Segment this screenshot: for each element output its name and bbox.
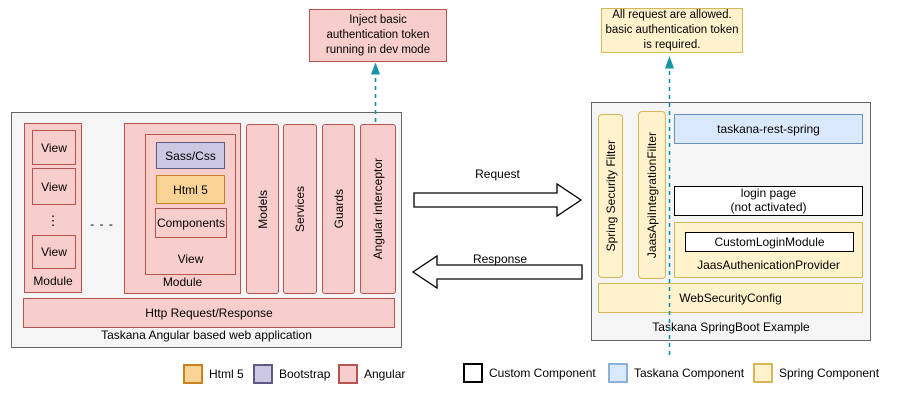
custom-login-module-label: CustomLoginModule xyxy=(714,235,825,249)
taskana-rest-spring-box: taskana-rest-spring xyxy=(674,114,863,144)
dev-note-arrowhead-icon xyxy=(371,62,380,75)
models-label: Models xyxy=(255,189,270,229)
bootstrap-swatch-icon xyxy=(253,364,273,384)
html5-label: Html 5 xyxy=(173,182,208,197)
response-arrow-label: Response xyxy=(472,252,528,266)
models-column: Models xyxy=(246,124,279,294)
dev-mode-note-text: Inject basic authentication token runnin… xyxy=(325,14,431,56)
view-2-label: View xyxy=(177,252,204,266)
components-box: Components xyxy=(155,208,227,238)
legend-label: Angular xyxy=(364,367,406,381)
legend-label: Taskana Component xyxy=(634,366,745,380)
login-page-box: login page (not activated) xyxy=(674,186,863,216)
web-security-config-bar: WebSecurityConfig xyxy=(598,283,863,313)
legend-item-angular: Angular xyxy=(338,364,405,384)
legend-label: Spring Component xyxy=(779,366,880,380)
view-label: View xyxy=(41,245,67,259)
custom-component-swatch-icon xyxy=(463,363,483,383)
login-page-sublabel: (not activated) xyxy=(730,200,807,214)
html5-box: Html 5 xyxy=(156,175,225,204)
modules-ellipsis: - - - xyxy=(90,217,114,231)
module-2-label: Module xyxy=(162,275,203,289)
sass-css-label: Sass/Css xyxy=(165,148,216,163)
services-column: Services xyxy=(283,124,317,294)
web-security-config-label: WebSecurityConfig xyxy=(679,291,782,305)
request-arrow-icon xyxy=(413,182,583,218)
legend-item-taskana: Taskana Component xyxy=(608,363,744,383)
login-page-label: login page xyxy=(740,186,797,201)
jaas-authentication-provider-label: JaasAuthenicationProvider xyxy=(697,258,840,272)
guards-label: Guards xyxy=(331,189,346,229)
angular-interceptor-label: Angular interceptor xyxy=(371,158,385,260)
request-arrow-label: Request xyxy=(475,167,520,181)
dev-mode-note: Inject basic authentication token runnin… xyxy=(309,9,447,62)
legend-item-html5: Html 5 xyxy=(183,364,244,384)
legend-item-spring: Spring Component xyxy=(753,363,879,383)
legend-item-custom: Custom Component xyxy=(463,363,596,383)
legend-label: Bootstrap xyxy=(279,367,331,381)
angular-app-container: View View ⋮ View Module - - - Sass/Css H… xyxy=(11,112,402,348)
auth-required-note: All request are allowed. basic authentic… xyxy=(601,8,743,53)
services-label: Services xyxy=(293,185,307,232)
spring-component-swatch-icon xyxy=(753,363,773,383)
legend-label: Html 5 xyxy=(209,367,244,381)
auth-required-note-text: All request are allowed. basic authentic… xyxy=(605,9,739,51)
guards-column: Guards xyxy=(322,124,355,294)
html5-swatch-icon xyxy=(183,364,203,384)
jaas-api-integration-filter-column: JaasApiIntegrationFilter xyxy=(638,111,666,279)
http-request-response-bar: Http Request/Response xyxy=(23,298,395,328)
custom-login-module-box: CustomLoginModule xyxy=(685,232,854,252)
view-box: View xyxy=(32,130,76,165)
angular-interceptor-column: Angular interceptor xyxy=(360,124,396,294)
view-label: View xyxy=(41,140,67,155)
springboot-container: Spring Security Filter JaasApiIntegratio… xyxy=(591,102,871,341)
sass-css-box: Sass/Css xyxy=(156,142,225,169)
components-label: Components xyxy=(156,216,226,230)
jaas-authentication-provider-box: CustomLoginModule JaasAuthenicationProvi… xyxy=(674,222,863,278)
view-container: Sass/Css Html 5 Components View xyxy=(145,134,236,275)
spring-security-filter-column: Spring Security Filter xyxy=(598,114,623,278)
jaas-api-integration-filter-label: JaasApiIntegrationFilter xyxy=(645,131,659,259)
module-1-label: Module xyxy=(33,274,73,288)
taskana-component-swatch-icon xyxy=(608,363,628,383)
views-ellipsis: ⋮ xyxy=(46,213,60,228)
legend-item-bootstrap: Bootstrap xyxy=(253,364,330,384)
module-2: Sass/Css Html 5 Components View Module xyxy=(124,123,241,294)
legend-label: Custom Component xyxy=(489,366,596,380)
module-1: View View ⋮ View Module xyxy=(24,123,82,293)
http-bar-label: Http Request/Response xyxy=(145,306,273,320)
angular-app-title: Taskana Angular based web application xyxy=(101,328,312,342)
view-box: View xyxy=(32,168,76,205)
view-label: View xyxy=(41,179,67,194)
view-box: View xyxy=(32,235,76,269)
spring-security-filter-label: Spring Security Filter xyxy=(603,140,618,252)
angular-swatch-icon xyxy=(338,364,358,384)
springboot-title: Taskana SpringBoot Example xyxy=(652,320,810,334)
taskana-rest-spring-label: taskana-rest-spring xyxy=(717,122,820,136)
auth-note-arrowhead-icon xyxy=(665,56,674,69)
